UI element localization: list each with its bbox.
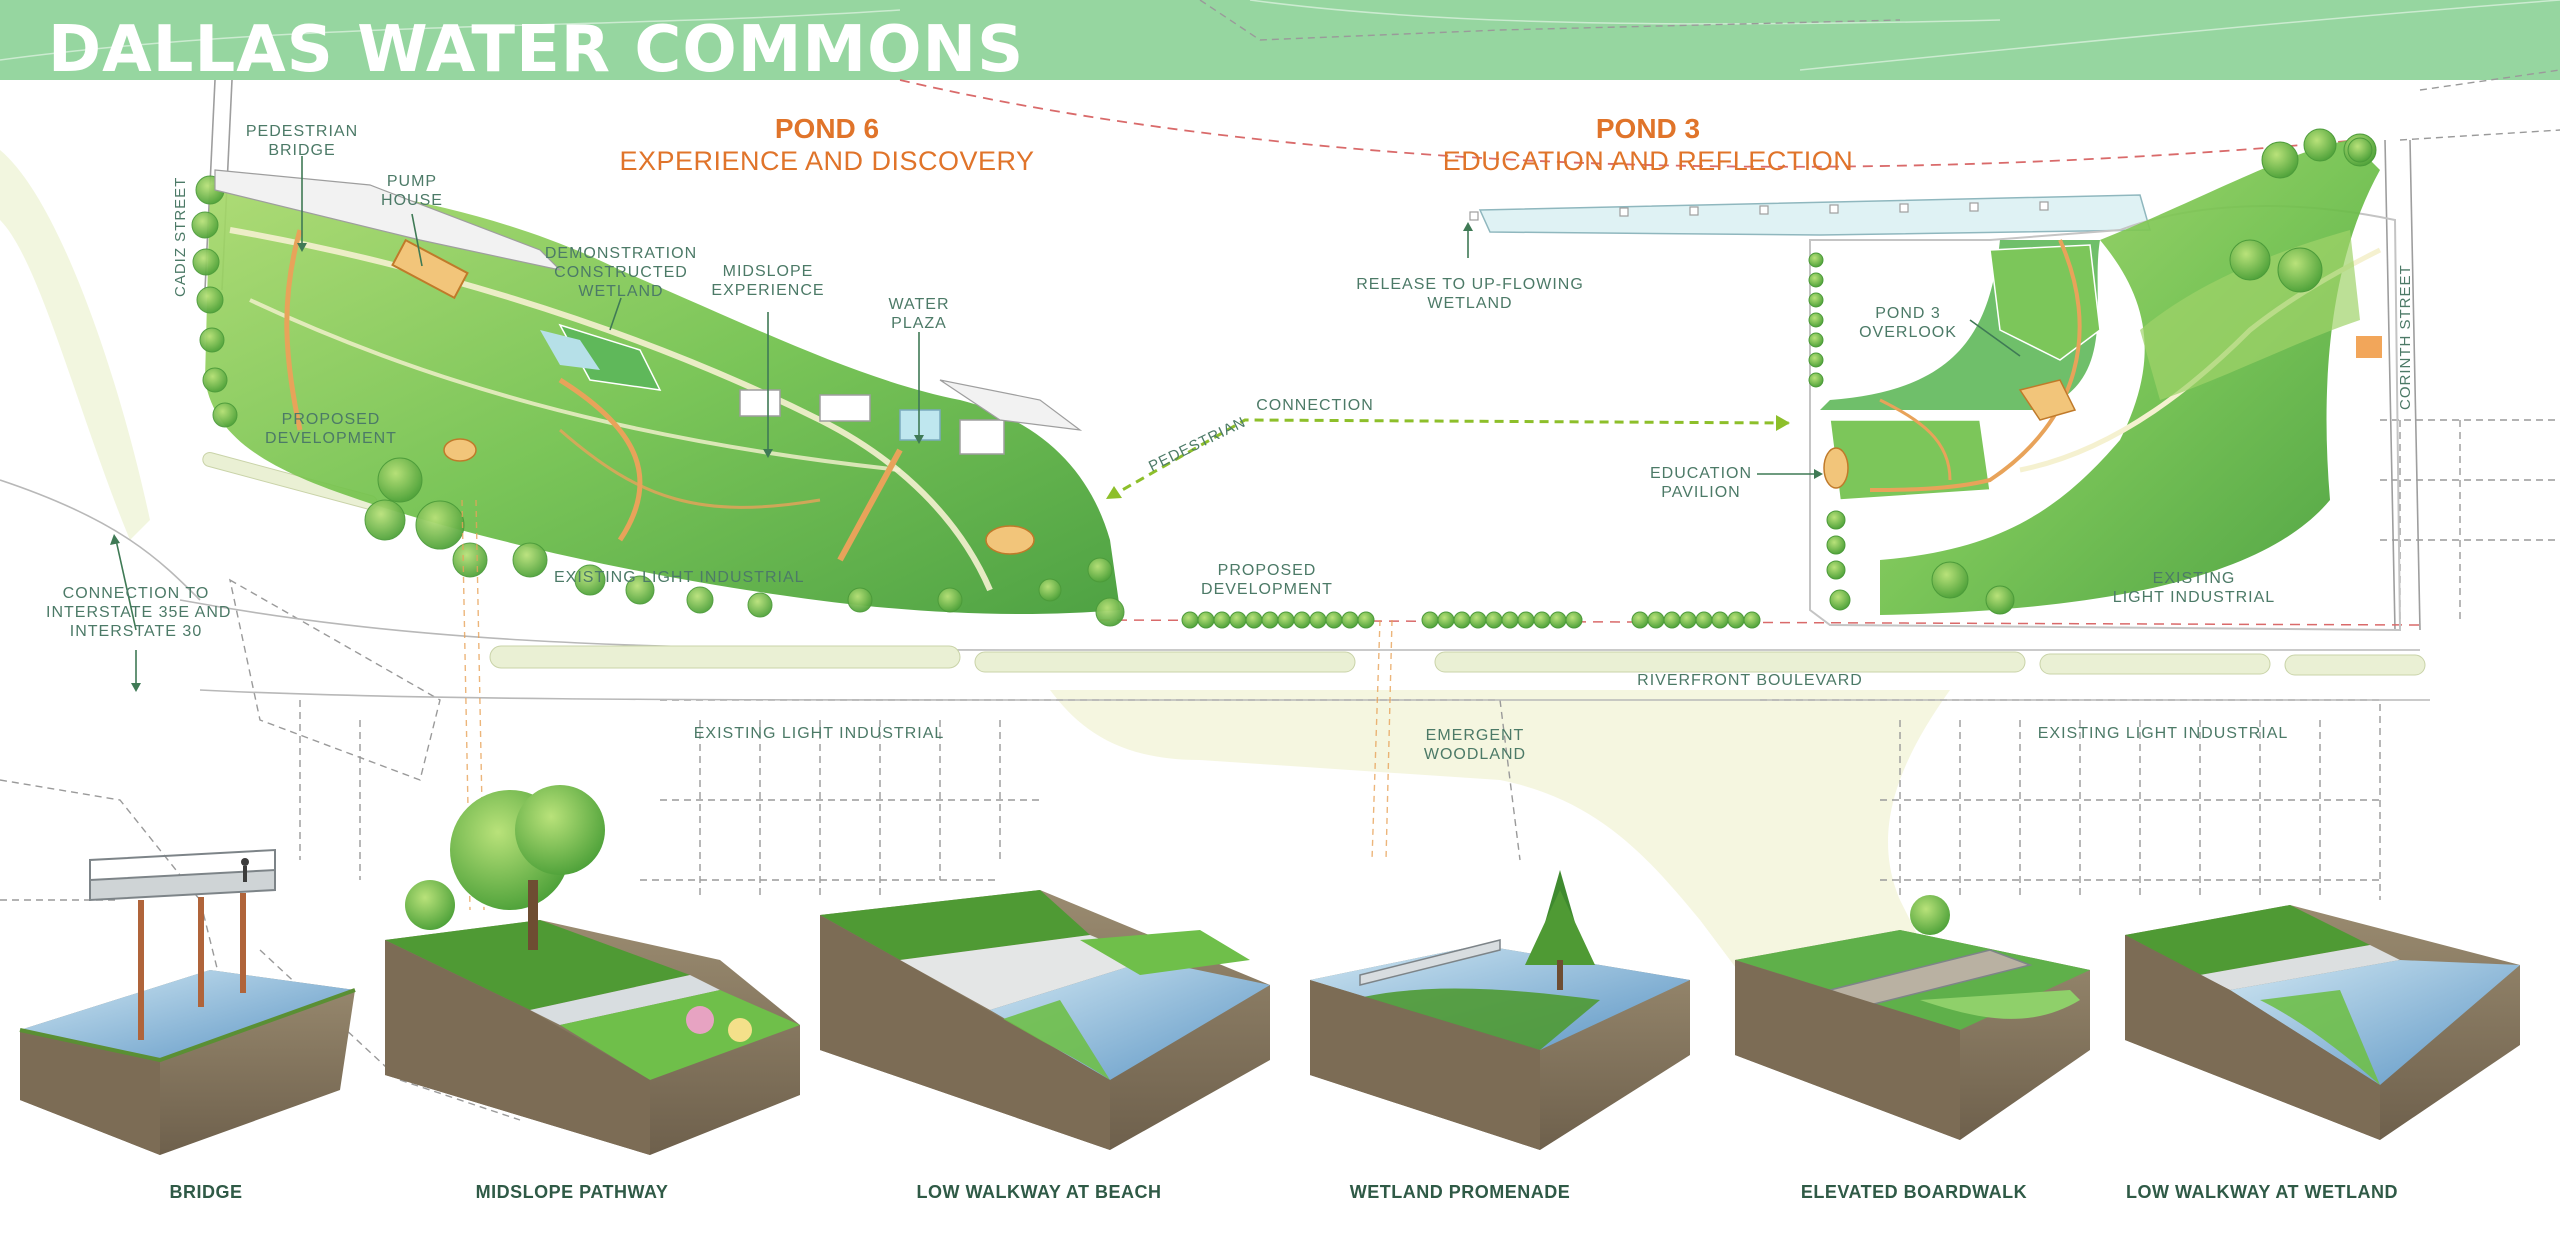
pond3-pier-modules: [1469, 201, 2049, 221]
vignette-elevated-boardwalk: [1735, 895, 2090, 1140]
pond3-tree-canopy: [1808, 128, 2377, 615]
pond3-subtitle: EDUCATION AND REFLECTION: [1442, 146, 1854, 176]
label-existing-light-industrial-south-left: EXISTING LIGHT INDUSTRIAL: [693, 725, 945, 742]
boulevard-medians: [202, 452, 2426, 676]
pond3-heading: POND 3: [1595, 113, 1701, 144]
vignette-low-walkway-wetland: [2125, 905, 2520, 1140]
vignette-bridge: [19, 848, 356, 1155]
label-connection: CONNECTION: [1256, 397, 1374, 414]
floodplain-wash: [1050, 690, 1950, 1000]
pond6-tree-canopy: [191, 175, 1125, 627]
vignette-wetland-promenade: [1310, 870, 1690, 1150]
vignette-caption-bridge: BRIDGE: [169, 1182, 243, 1202]
title-banner: [0, 0, 2560, 80]
vignette-caption-wetland-promenade: WETLAND PROMENADE: [1349, 1182, 1571, 1202]
vignette-caption-low-walkway-beach: LOW WALKWAY AT BEACH: [916, 1182, 1162, 1202]
vignette-caption-low-walkway-wetland: LOW WALKWAY AT WETLAND: [2126, 1182, 2398, 1202]
vignette-midslope-pathway: [385, 785, 800, 1155]
label-riverfront-boulevard: RIVERFRONT BOULEVARD: [1637, 672, 1863, 689]
vignette-caption-midslope-pathway: MIDSLOPE PATHWAY: [475, 1182, 669, 1202]
banner-contour-lines: [0, 0, 2560, 71]
pond6-subtitle: EXPERIENCE AND DISCOVERY: [619, 146, 1035, 176]
page-title: DALLAS WATER COMMONS: [48, 13, 1025, 87]
label-existing-light-industrial-south-right: EXISTING LIGHT INDUSTRIAL: [2037, 725, 2289, 742]
property-line: [899, 79, 2361, 168]
pedestrian-connection: [1109, 418, 1791, 499]
vignette-caption-elevated-boardwalk: ELEVATED BOARDWALK: [1800, 1182, 2028, 1202]
boulevard-tree-rows: [1181, 611, 1761, 629]
pond6-heading: POND 6: [774, 113, 880, 144]
vignette-low-walkway-beach: [820, 890, 1270, 1150]
leader-lines: [115, 156, 2021, 686]
label-existing-light-industrial-map: EXISTING LIGHT INDUSTRIAL: [554, 569, 805, 586]
leader-arrowheads: [110, 222, 1823, 692]
